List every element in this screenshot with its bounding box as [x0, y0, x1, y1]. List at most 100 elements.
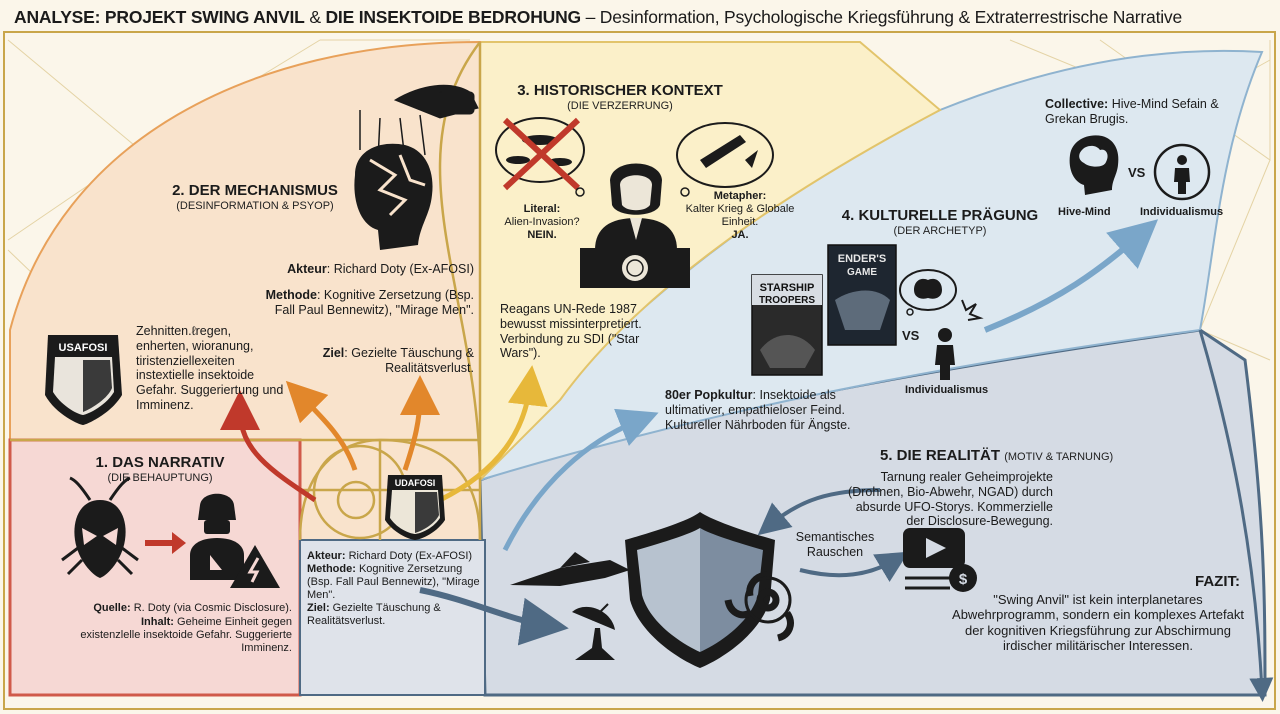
satellite-dish-icon	[572, 603, 615, 660]
arrow-mechanism-1	[285, 380, 358, 471]
collective-individual-label: Individualismus	[1140, 206, 1224, 218]
region-bottom-box	[299, 539, 486, 696]
book2-line2: GAME	[847, 267, 877, 278]
bottom-box-method-text: Kognitive Zersetzung (Bsp. Fall Paul Ben…	[307, 562, 480, 601]
center-badge-label: UDAFOSI	[395, 478, 436, 488]
title-part2: DIE INSEKTOIDE BEDROHUNG	[325, 7, 581, 27]
section3-literal-label: Literal:	[523, 203, 561, 215]
section1-content: Inhalt: Geheime Einheit gegen existenzle…	[80, 616, 292, 655]
section4-pop-text: : Insektoide als ultimativer, empathielo…	[665, 388, 851, 432]
section2-method-text: : Kognitive Zersetzung (Bsp. Fall Paul B…	[274, 288, 474, 317]
section2-actor-text: : Richard Doty (Ex-AFOSI)	[326, 262, 474, 276]
section5-heading-row: 5. DIE REALITÄT (MOTIV & TARNUNG)	[880, 447, 1113, 465]
collective-vs: VS	[1128, 165, 1146, 180]
bottom-box-goal: Ziel: Gezielte Täuschung & Realitätsverl…	[307, 602, 482, 628]
section4-pop: 80er Popkultur: Insektoide als ultimativ…	[665, 388, 895, 432]
section4-individual-label: Individualismus	[905, 384, 989, 396]
section3-metaphor: Metapher: Kalter Krieg & Globale Einheit…	[680, 190, 800, 242]
section2-actor: Akteur: Richard Doty (Ex-AFOSI)	[250, 262, 474, 277]
bottom-box-text: Akteur: Richard Doty (Ex-AFOSI) Methode:…	[307, 550, 482, 628]
usafosi-badge-label: USAFOSI	[59, 342, 108, 354]
stealth-jet-icon	[510, 552, 630, 586]
section5-noise-label: Semantisches Rauschen	[795, 530, 875, 559]
collective-description: Hive-Mind Sefain & Grekan Brugis.	[1045, 97, 1219, 126]
insect-alien-icon	[61, 476, 139, 578]
section3-metaphor-text: Kalter Krieg & Globale Einheit.	[685, 202, 795, 228]
arrow-narrative-to-mechanism	[220, 390, 317, 503]
section1-content-label: Inhalt:	[140, 616, 174, 628]
person-icon	[935, 299, 984, 380]
section2-garbled-text: Zehnitten.ℓregen, enherten, wioranung, t…	[136, 324, 284, 412]
section2-heading: 2. DER MECHANISMUS	[172, 182, 338, 199]
bottom-box-actor: Akteur: Richard Doty (Ex-AFOSI)	[307, 550, 482, 563]
reagan-podium-icon	[580, 163, 690, 288]
title-amp: &	[309, 7, 321, 27]
bottom-box-method-label: Methode:	[307, 562, 356, 575]
book2-line1: ENDER'S	[838, 253, 886, 265]
section2-method-label: Methode	[265, 288, 317, 302]
section3-speech-text: Reagans UN-Rede 1987 bewusst missinterpr…	[500, 302, 642, 361]
arrow-history	[438, 365, 548, 503]
svg-text:$: $	[959, 571, 968, 588]
hive-mind-head-icon	[1069, 135, 1119, 195]
bottom-box-actor-text: Richard Doty (Ex-AFOSI)	[345, 550, 473, 562]
section2-actor-label: Akteur	[287, 262, 327, 276]
video-play-icon: $	[903, 528, 977, 592]
brain-thought-icon	[899, 269, 957, 316]
section4-pop-label: 80er Popkultur	[665, 388, 753, 402]
section3-metaphor-label: Metapher:	[713, 190, 767, 202]
shield-icon	[625, 512, 775, 668]
arrow-mechanism-2	[399, 375, 440, 471]
bottom-box-goal-text: Gezielte Täuschung & Realitätsverlust.	[307, 601, 441, 627]
section1-source-label: Quelle:	[93, 602, 131, 614]
section2-goal-label: Ziel	[322, 346, 345, 360]
section3-literal-answer: NEIN.	[527, 228, 557, 241]
section5-subheading: (MOTIV & TARNUNG)	[1004, 451, 1114, 463]
section1-source: Quelle: R. Doty (via Cosmic Disclosure).	[20, 602, 292, 615]
section3-heading: 3. HISTORISCHER KONTEXT	[517, 82, 723, 99]
section3-literal: Literal: Alien-Invasion? NEIN.	[492, 203, 592, 242]
section4-subheading: (DER ARCHETYP)	[893, 225, 987, 237]
arrow-noise-right	[799, 551, 909, 582]
individual-person-icon	[1153, 143, 1211, 201]
section2-method: Methode: Kognitive Zersetzung (Bsp. Fall…	[262, 288, 474, 318]
section2-goal: Ziel: Gezielte Täuschung & Realitätsverl…	[300, 346, 474, 376]
warning-triangle-icon	[230, 545, 280, 588]
title-part3: – Desinformation, Psychologische Kriegsf…	[585, 7, 1183, 27]
collective-label: Collective:	[1045, 97, 1109, 111]
bottom-box-method: Methode: Kognitive Zersetzung (Bsp. Fall…	[307, 563, 482, 602]
section3-literal-text: Alien-Invasion?	[504, 215, 580, 228]
arrow-noise-left	[757, 488, 881, 536]
missile-thought-bubble-icon	[676, 122, 774, 197]
arrow-collective	[983, 219, 1159, 333]
section2-goal-text: : Gezielte Täuschung & Realitätsverlust.	[344, 346, 474, 375]
golden-spiral	[10, 41, 482, 541]
bottom-box-goal-label: Ziel:	[307, 601, 330, 614]
collective-text: Collective: Hive-Mind Sefain & Grekan Br…	[1045, 97, 1255, 127]
conclusion-label: FAZIT:	[1195, 573, 1240, 590]
center-badge-icon: UDAFOSI	[385, 475, 445, 540]
book1-line1: STARSHIP	[760, 282, 815, 294]
section5-heading: 5. DIE REALITÄT	[880, 447, 1001, 464]
section3-subheading: (DIE VERZERRUNG)	[567, 100, 673, 112]
arrow-culture	[502, 408, 659, 552]
section4-heading: 4. KULTURELLE PRÄGUNG	[841, 207, 1039, 224]
section1-content-text: Geheime Einheit gegen existenzlelle inse…	[80, 616, 292, 654]
section4-vs: VS	[902, 328, 920, 343]
usafosi-badge-icon: USAFOSI	[45, 335, 122, 425]
cracked-head-icon	[354, 143, 433, 250]
section1-subheading: (DIE BEHAUPTUNG)	[107, 472, 213, 484]
biohazard-icon	[724, 571, 794, 642]
title-part1: ANALYSE: PROJEKT SWING ANVIL	[14, 7, 305, 27]
arrow-reality	[419, 587, 569, 646]
page-title: ANALYSE: PROJEKT SWING ANVIL & DIE INSEK…	[14, 7, 1182, 28]
conclusion-text: "Swing Anvil" ist kein interplanetares A…	[952, 592, 1244, 653]
book1-line2: TROOPERS	[759, 295, 815, 306]
section1-source-text: R. Doty (via Cosmic Disclosure).	[133, 602, 292, 614]
crossed-ufo-icon	[495, 117, 585, 197]
section1-heading: 1. DAS NARRATIV	[95, 454, 225, 471]
arrow-conclusion	[1198, 329, 1274, 702]
bottom-box-actor-label: Akteur:	[307, 550, 346, 562]
